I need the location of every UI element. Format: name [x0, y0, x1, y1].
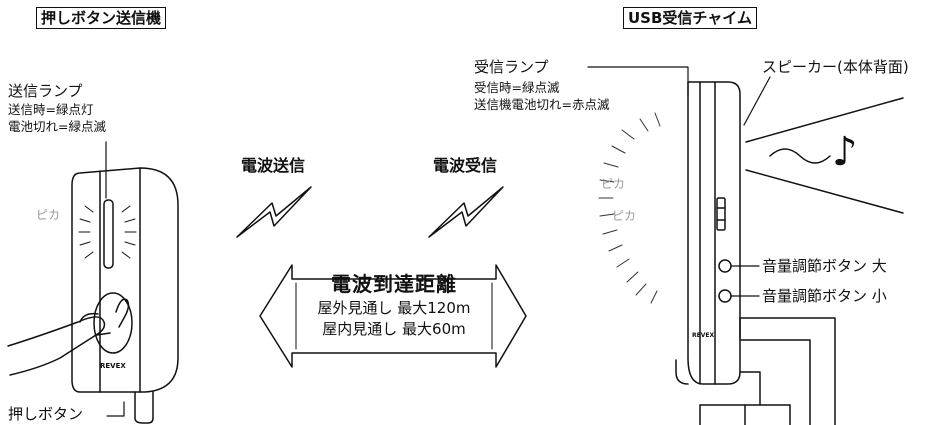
receiver-flash-text-2: ピカ	[612, 209, 637, 223]
receiver-title: USB受信チャイム	[623, 7, 757, 29]
receiver-lamp-line2: 送信機電池切れ=赤点滅	[474, 97, 610, 112]
speaker-label: スピーカー(本体背面)	[762, 58, 909, 76]
volume-up-label: 音量調節ボタン 大	[762, 257, 887, 275]
receiver-logo: REVEX	[692, 332, 715, 339]
range-indoor: 屋内見通し 最大60m	[322, 320, 466, 338]
send-wave-icon	[236, 186, 312, 238]
receiver-lamp-title: 受信ランプ	[474, 58, 549, 76]
receiver-flash-text-1: ピカ	[601, 177, 626, 191]
receiver-lamp-line1: 受信時=緑点滅	[474, 80, 560, 95]
transmitter-title: 押しボタン送信機	[36, 7, 167, 29]
pressing-hand-icon	[7, 298, 130, 376]
speaker-sound-cone	[745, 97, 904, 214]
transmitter-lamp-line1: 送信時=緑点灯	[8, 102, 94, 117]
transmitter-lamp-line2: 電池切れ=緑点滅	[8, 119, 106, 134]
transmitter-flash-text: ピカ	[36, 208, 61, 222]
send-wave-label: 電波送信	[241, 156, 306, 175]
music-note-icon: ♪	[832, 129, 858, 175]
transmitter-lamp-glow	[78, 205, 137, 259]
receive-wave-label: 電波受信	[433, 156, 498, 175]
range-outdoor: 屋外見通し 最大120m	[317, 299, 471, 317]
receiver-lamp-glow	[598, 112, 661, 304]
receiver-body	[675, 81, 836, 425]
range-info: 電波到達距離 屋外見通し 最大120m 屋内見通し 最大60m	[298, 270, 490, 340]
range-title: 電波到達距離	[331, 272, 457, 296]
volume-down-label: 音量調節ボタン 小	[762, 287, 887, 305]
transmitter-logo: REVEX	[100, 362, 126, 370]
transmitter-body	[71, 167, 179, 424]
push-button-label: 押しボタン	[8, 405, 84, 423]
receive-wave-icon	[428, 186, 504, 238]
range-arrow	[259, 264, 527, 368]
transmitter-lamp-title: 送信ランプ	[8, 82, 83, 100]
